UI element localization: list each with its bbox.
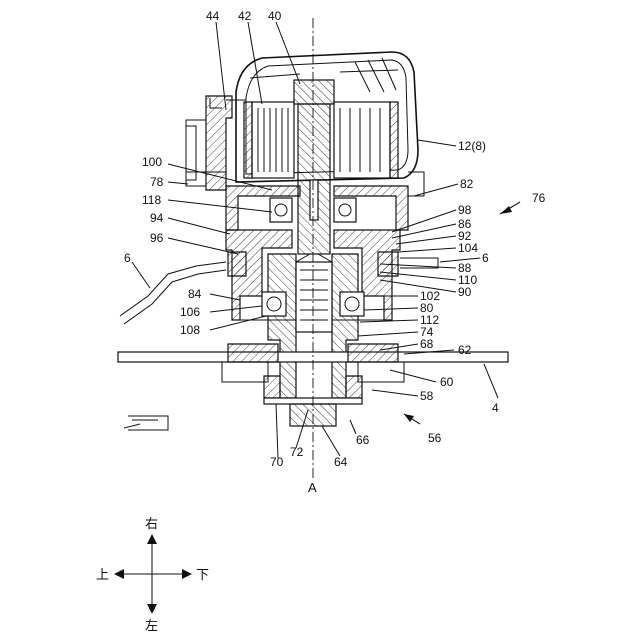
- label-64: 64: [334, 455, 348, 469]
- label-96: 96: [150, 231, 164, 245]
- label-90: 90: [458, 285, 472, 299]
- direction-left-label: 上: [96, 568, 109, 583]
- label-84: 84: [188, 287, 202, 301]
- label-68: 68: [420, 337, 434, 351]
- label-104: 104: [458, 241, 478, 255]
- label-98: 98: [458, 203, 472, 217]
- label-62: 62: [458, 343, 472, 357]
- blade-fragment: [124, 416, 168, 430]
- label-108: 108: [180, 323, 200, 337]
- label-106: 106: [180, 305, 200, 319]
- label-42: 42: [238, 9, 252, 23]
- label-66: 66: [356, 433, 370, 447]
- label-40: 40: [268, 9, 282, 23]
- direction-indicator: 右 左 上 下: [96, 517, 209, 634]
- label-76: 76: [532, 191, 546, 205]
- axis-label-a: A: [308, 480, 317, 495]
- label-58: 58: [420, 389, 434, 403]
- label-94: 94: [150, 211, 164, 225]
- label-82: 82: [460, 177, 474, 191]
- main-shaft: [294, 80, 334, 254]
- direction-up-label: 右: [145, 517, 158, 532]
- label-100: 100: [142, 155, 162, 169]
- label-6-right: 6: [482, 251, 489, 265]
- direction-down-label: 左: [145, 619, 158, 634]
- label-78: 78: [150, 175, 164, 189]
- label-6-left: 6: [124, 251, 131, 265]
- label-70: 70: [270, 455, 284, 469]
- label-12: 12(8): [458, 139, 486, 153]
- label-60: 60: [440, 375, 454, 389]
- label-118: 118: [142, 193, 161, 207]
- label-72: 72: [290, 445, 304, 459]
- label-4: 4: [492, 401, 499, 415]
- label-44: 44: [206, 9, 220, 23]
- label-56: 56: [428, 431, 442, 445]
- direction-right-label: 下: [196, 568, 209, 583]
